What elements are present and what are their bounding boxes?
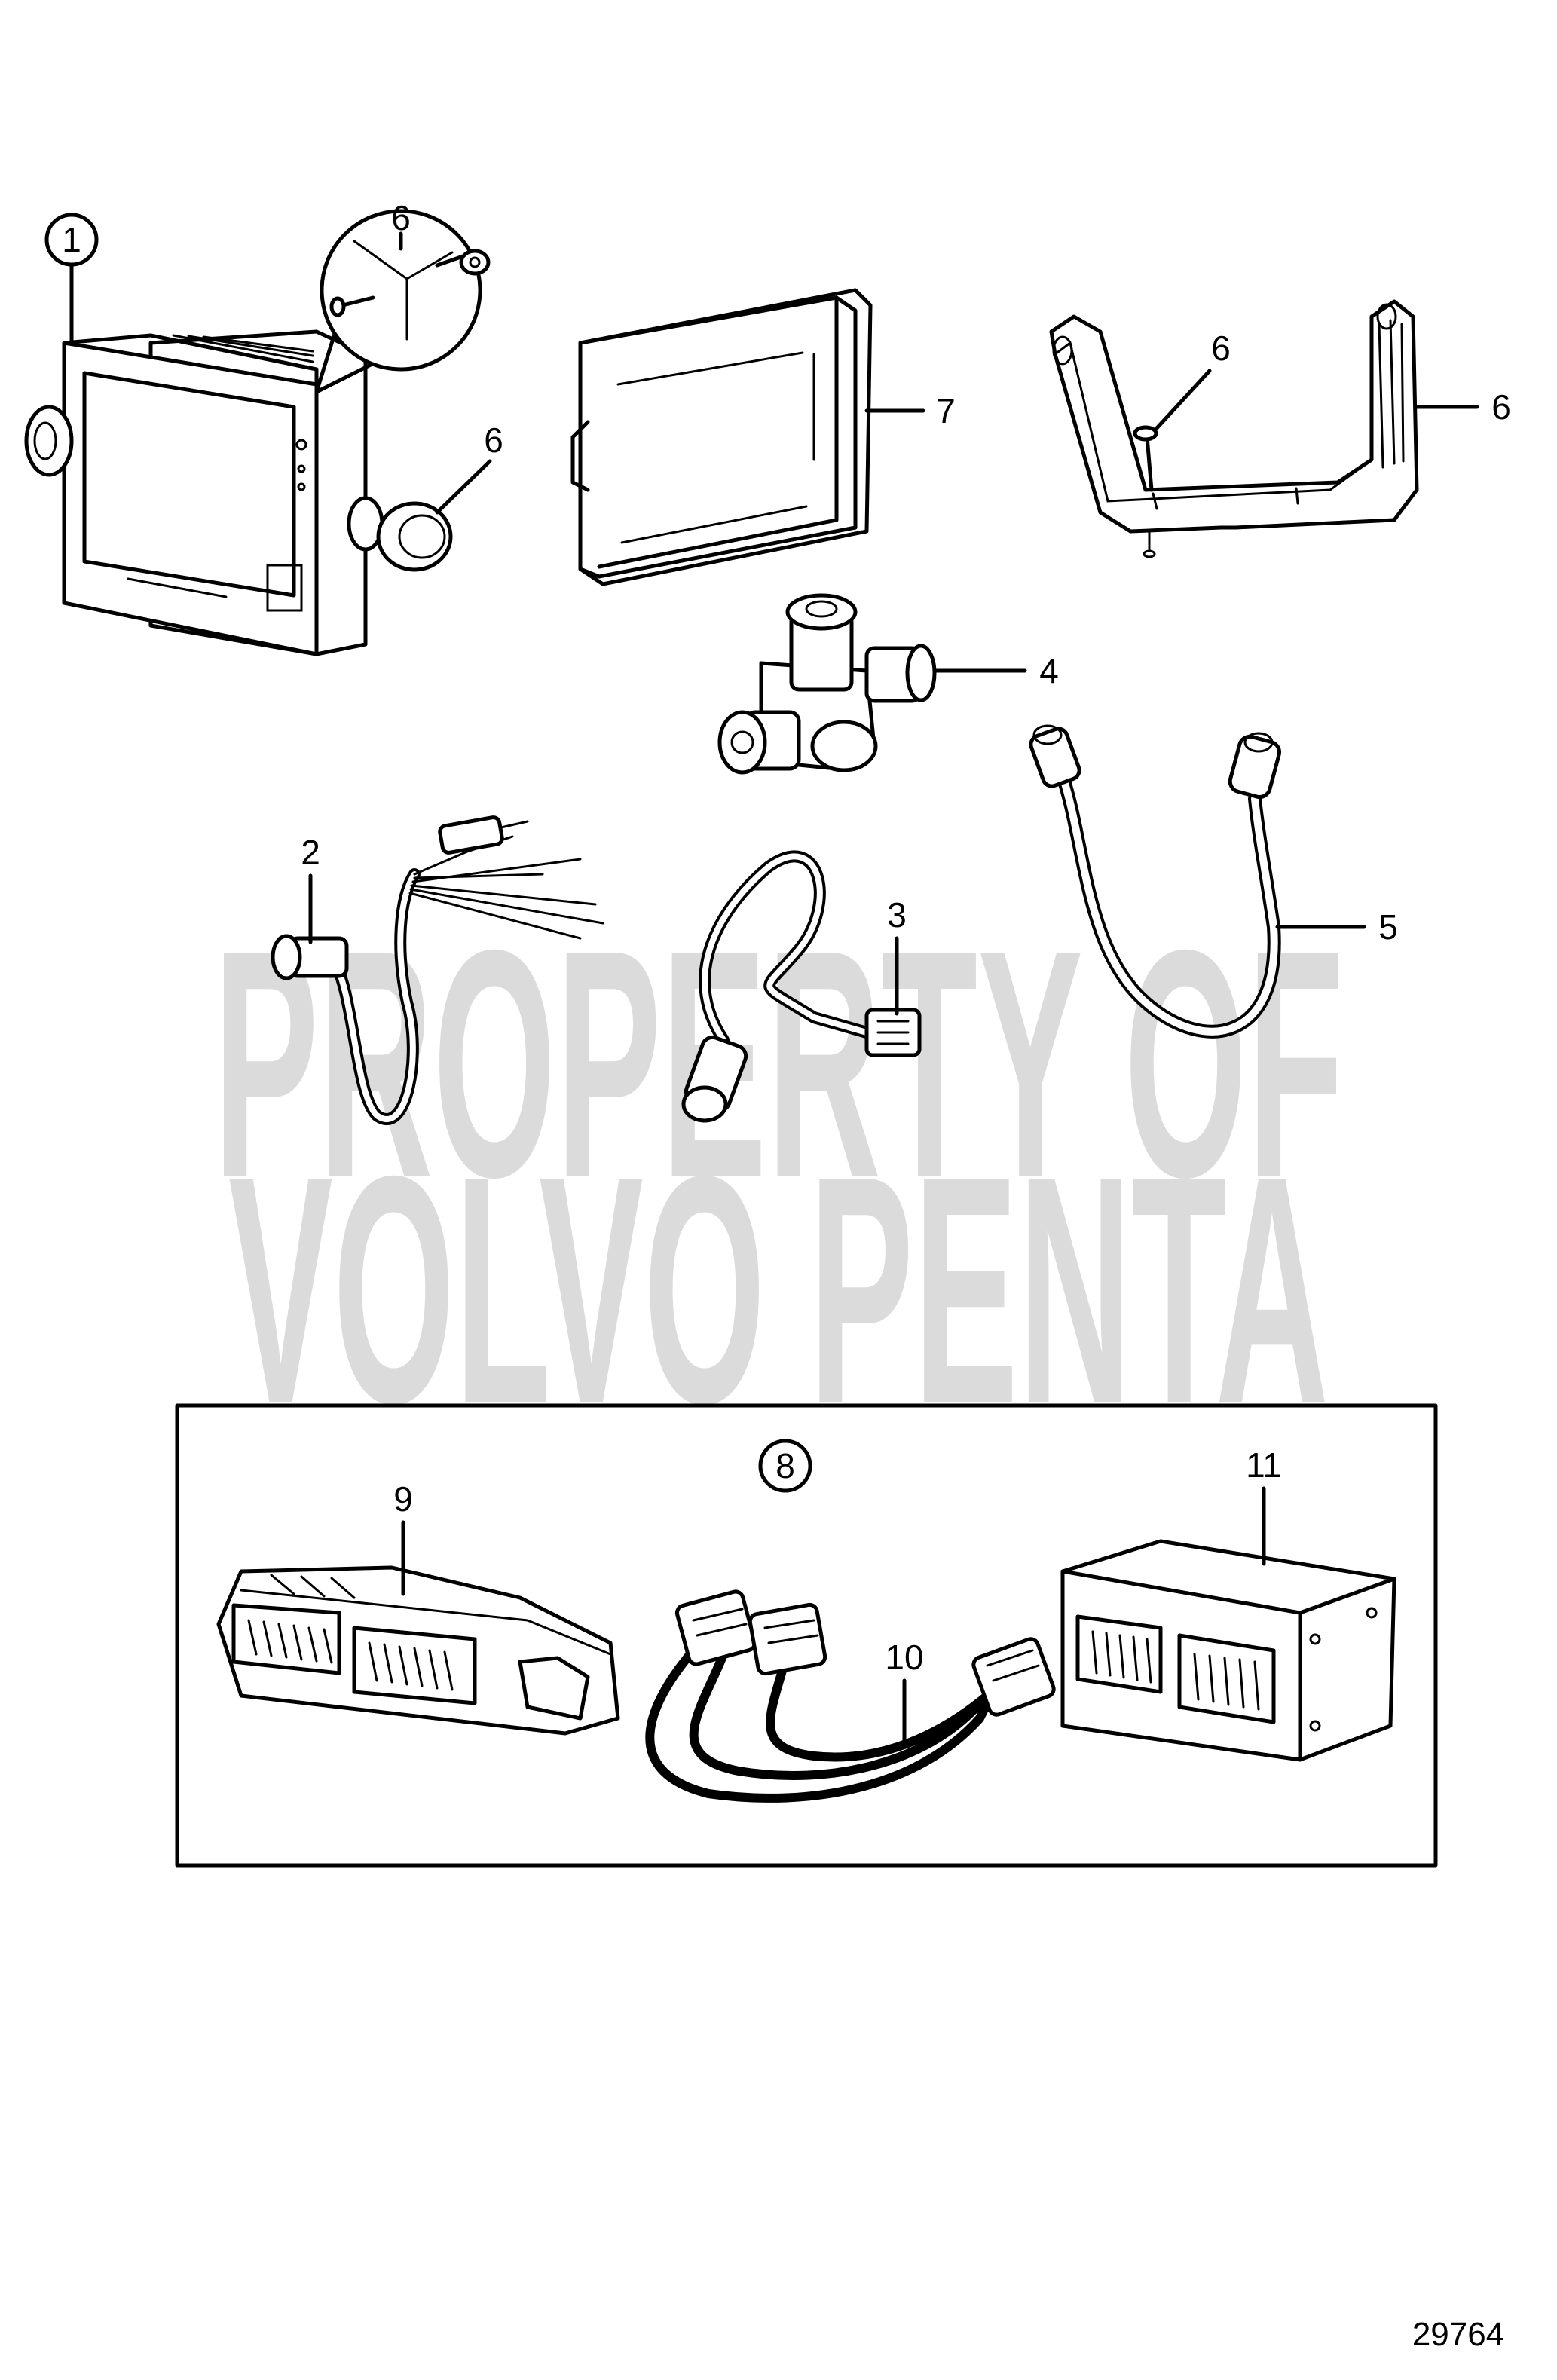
part-bracket bbox=[1049, 299, 1419, 558]
kit-frame bbox=[175, 1403, 1438, 1868]
detail-bubble bbox=[314, 209, 491, 394]
callout-5: 5 bbox=[1378, 907, 1398, 947]
leader-6-knob bbox=[435, 459, 492, 515]
drawing-number: 29764 bbox=[1412, 2316, 1504, 2353]
leader-6-screw bbox=[1155, 369, 1212, 430]
callout-2: 2 bbox=[301, 833, 320, 872]
callout-8-circle bbox=[758, 1439, 812, 1493]
callout-6-screw: 6 bbox=[1211, 329, 1231, 368]
part-sun-cover bbox=[570, 288, 873, 586]
watermark-line-2: VOLVO PENTA bbox=[228, 1109, 1329, 1471]
part-nmea-cable bbox=[1029, 724, 1282, 1039]
callout-1: 1 bbox=[62, 220, 81, 259]
callout-8: 8 bbox=[775, 1446, 795, 1485]
part-adapter-cable bbox=[681, 850, 922, 1123]
callout-3: 3 bbox=[887, 895, 907, 935]
part-ecu-module bbox=[216, 1565, 620, 1736]
part-t-connector bbox=[717, 593, 937, 775]
callout-7: 7 bbox=[936, 391, 956, 430]
part-power-cable bbox=[271, 815, 604, 1125]
watermark: PROPERTY OF VOLVO PENTA bbox=[213, 883, 1344, 1471]
callout-9: 9 bbox=[393, 1479, 413, 1519]
callout-11: 11 bbox=[1246, 1445, 1282, 1485]
callout-4: 4 bbox=[1039, 651, 1059, 690]
part-interface-box bbox=[1060, 1539, 1396, 1762]
part-harness bbox=[645, 1589, 1056, 1803]
callout-6-bracket: 6 bbox=[1491, 387, 1511, 427]
callout-10: 10 bbox=[885, 1638, 923, 1677]
callout-6-knob: 6 bbox=[484, 421, 503, 460]
callout-6-detail: 6 bbox=[391, 198, 411, 237]
part-display-unit bbox=[24, 329, 453, 656]
